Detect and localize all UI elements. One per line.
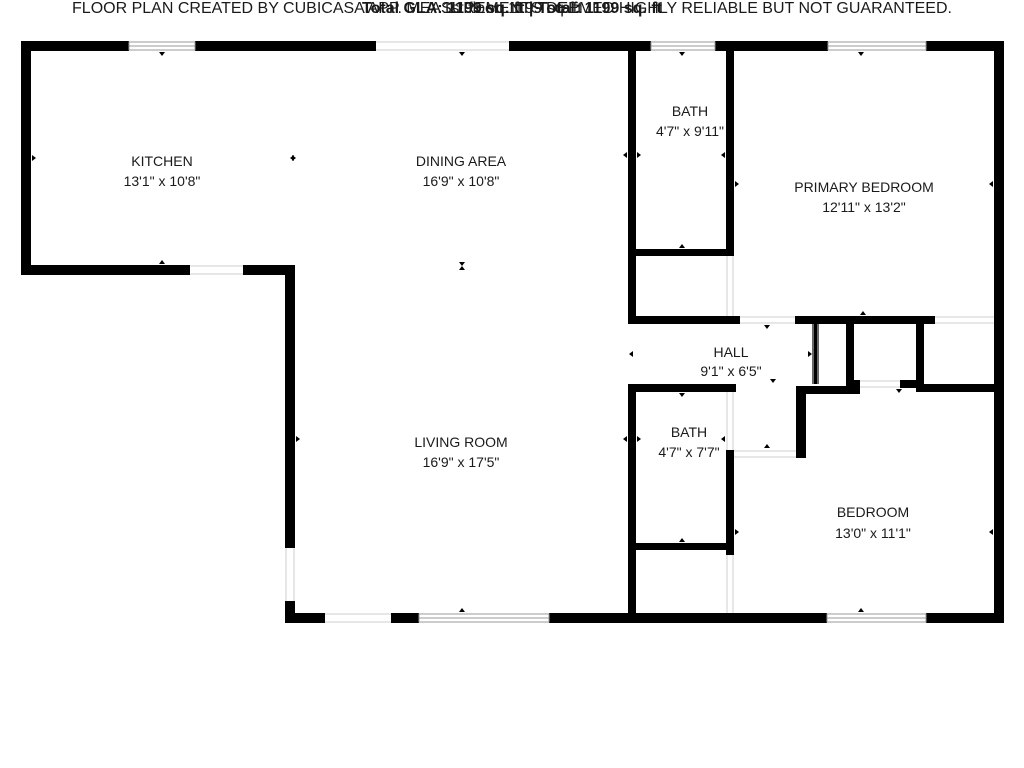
wall (628, 41, 636, 324)
dimension-arrow (637, 152, 641, 158)
room-name-kitchen: KITCHEN (131, 153, 192, 169)
wall (628, 543, 734, 550)
dimension-arrow (679, 244, 685, 248)
dimension-arrow (679, 538, 685, 542)
wall (21, 41, 129, 51)
total-gla-value: 1199 sq. ft (447, 0, 525, 17)
dimension-arrow (721, 152, 725, 158)
dimension-arrow (459, 52, 465, 56)
disclaimer-text: FLOOR PLAN CREATED BY CUBICASA APP. MEAS… (72, 0, 952, 17)
wall (509, 41, 651, 51)
dimension-arrow (735, 181, 739, 187)
wall (195, 41, 376, 51)
floor-area-line: 1st floor: 1199 sq. ft (442, 0, 582, 17)
room-dims-primary-bedroom: 12'11" x 13'2" (822, 199, 906, 215)
walls (21, 41, 1004, 623)
room-labels: KITCHEN 13'1" x 10'8" DINING AREA 16'9" … (124, 103, 934, 541)
wall (795, 316, 935, 324)
dimension-arrow (721, 436, 725, 442)
room-dims-hall: 9'1" x 6'5" (700, 363, 761, 379)
windows (128, 41, 927, 623)
wall (926, 613, 1004, 623)
dimension-arrow (159, 260, 165, 264)
room-name-bath-lower: BATH (671, 424, 707, 440)
dimension-arrow (292, 155, 296, 161)
room-dims-kitchen: 13'1" x 10'8" (124, 173, 201, 189)
dimension-arrow (770, 379, 776, 383)
dimension-arrow (679, 393, 685, 397)
room-dims-dining-area: 16'9" x 10'8" (423, 173, 500, 189)
dimension-arrow (459, 266, 465, 270)
wall (391, 613, 419, 623)
dimension-arrow (896, 389, 902, 393)
dimension-arrow (679, 52, 685, 56)
dimension-arrow (623, 152, 627, 158)
room-name-primary-bedroom: PRIMARY BEDROOM (794, 179, 934, 195)
wall (628, 384, 736, 392)
wall (628, 384, 636, 623)
wall (726, 450, 734, 555)
dimension-arrow (32, 155, 36, 161)
wall (243, 265, 295, 275)
total-gla-label: Total GLA: (362, 0, 443, 17)
dimension-arrow (159, 52, 165, 56)
dimension-arrow (637, 436, 641, 442)
dimension-arrow (858, 608, 864, 612)
wall (846, 316, 854, 386)
dimension-markers (32, 52, 993, 612)
room-name-hall: HALL (713, 344, 748, 360)
wall (285, 601, 295, 623)
wall (900, 380, 924, 388)
summary-separator: | (528, 0, 534, 17)
dimension-arrow (735, 529, 739, 535)
area-summary: Total GLA: 1199 sq. ft | Total: 1199 sq.… (0, 0, 1024, 18)
dimension-arrow (989, 181, 993, 187)
dimension-arrow (808, 351, 812, 357)
wall (21, 41, 31, 275)
room-name-living-room: LIVING ROOM (414, 434, 507, 450)
dimension-arrow (858, 52, 864, 56)
dimension-arrow (459, 608, 465, 612)
dimension-arrow (764, 444, 770, 448)
room-dims-bath-lower: 4'7" x 7'7" (658, 444, 719, 460)
wall (21, 265, 190, 275)
wall (628, 316, 740, 324)
wall (549, 613, 827, 623)
wall (285, 265, 295, 548)
dimension-arrow (764, 325, 770, 329)
room-dims-bath-upper: 4'7" x 9'11" (656, 123, 724, 139)
wall (926, 41, 1004, 51)
door-openings (190, 41, 994, 623)
wall (916, 384, 1004, 392)
wall (628, 249, 734, 256)
room-dims-bedroom: 13'0" x 11'1" (835, 525, 911, 541)
wall (994, 41, 1004, 623)
wall (796, 386, 806, 458)
room-name-bedroom: BEDROOM (837, 504, 909, 520)
dimension-arrow (296, 436, 300, 442)
dimension-arrow (623, 436, 627, 442)
room-name-dining-area: DINING AREA (416, 153, 507, 169)
wall (916, 316, 924, 386)
room-dims-living-room: 16'9" x 17'5" (423, 454, 500, 470)
wall (285, 613, 325, 623)
total-value: 1199 sq. ft (584, 0, 662, 17)
total-label: Total: (537, 0, 581, 17)
room-name-bath-upper: BATH (672, 103, 708, 119)
dimension-arrow (459, 262, 465, 266)
dimension-arrow (860, 311, 866, 315)
wall (726, 51, 734, 256)
dimension-arrow (989, 529, 993, 535)
wall (800, 386, 860, 394)
dimension-arrow (629, 351, 633, 357)
wall (812, 316, 819, 384)
wall (715, 41, 828, 51)
wall (846, 380, 860, 388)
